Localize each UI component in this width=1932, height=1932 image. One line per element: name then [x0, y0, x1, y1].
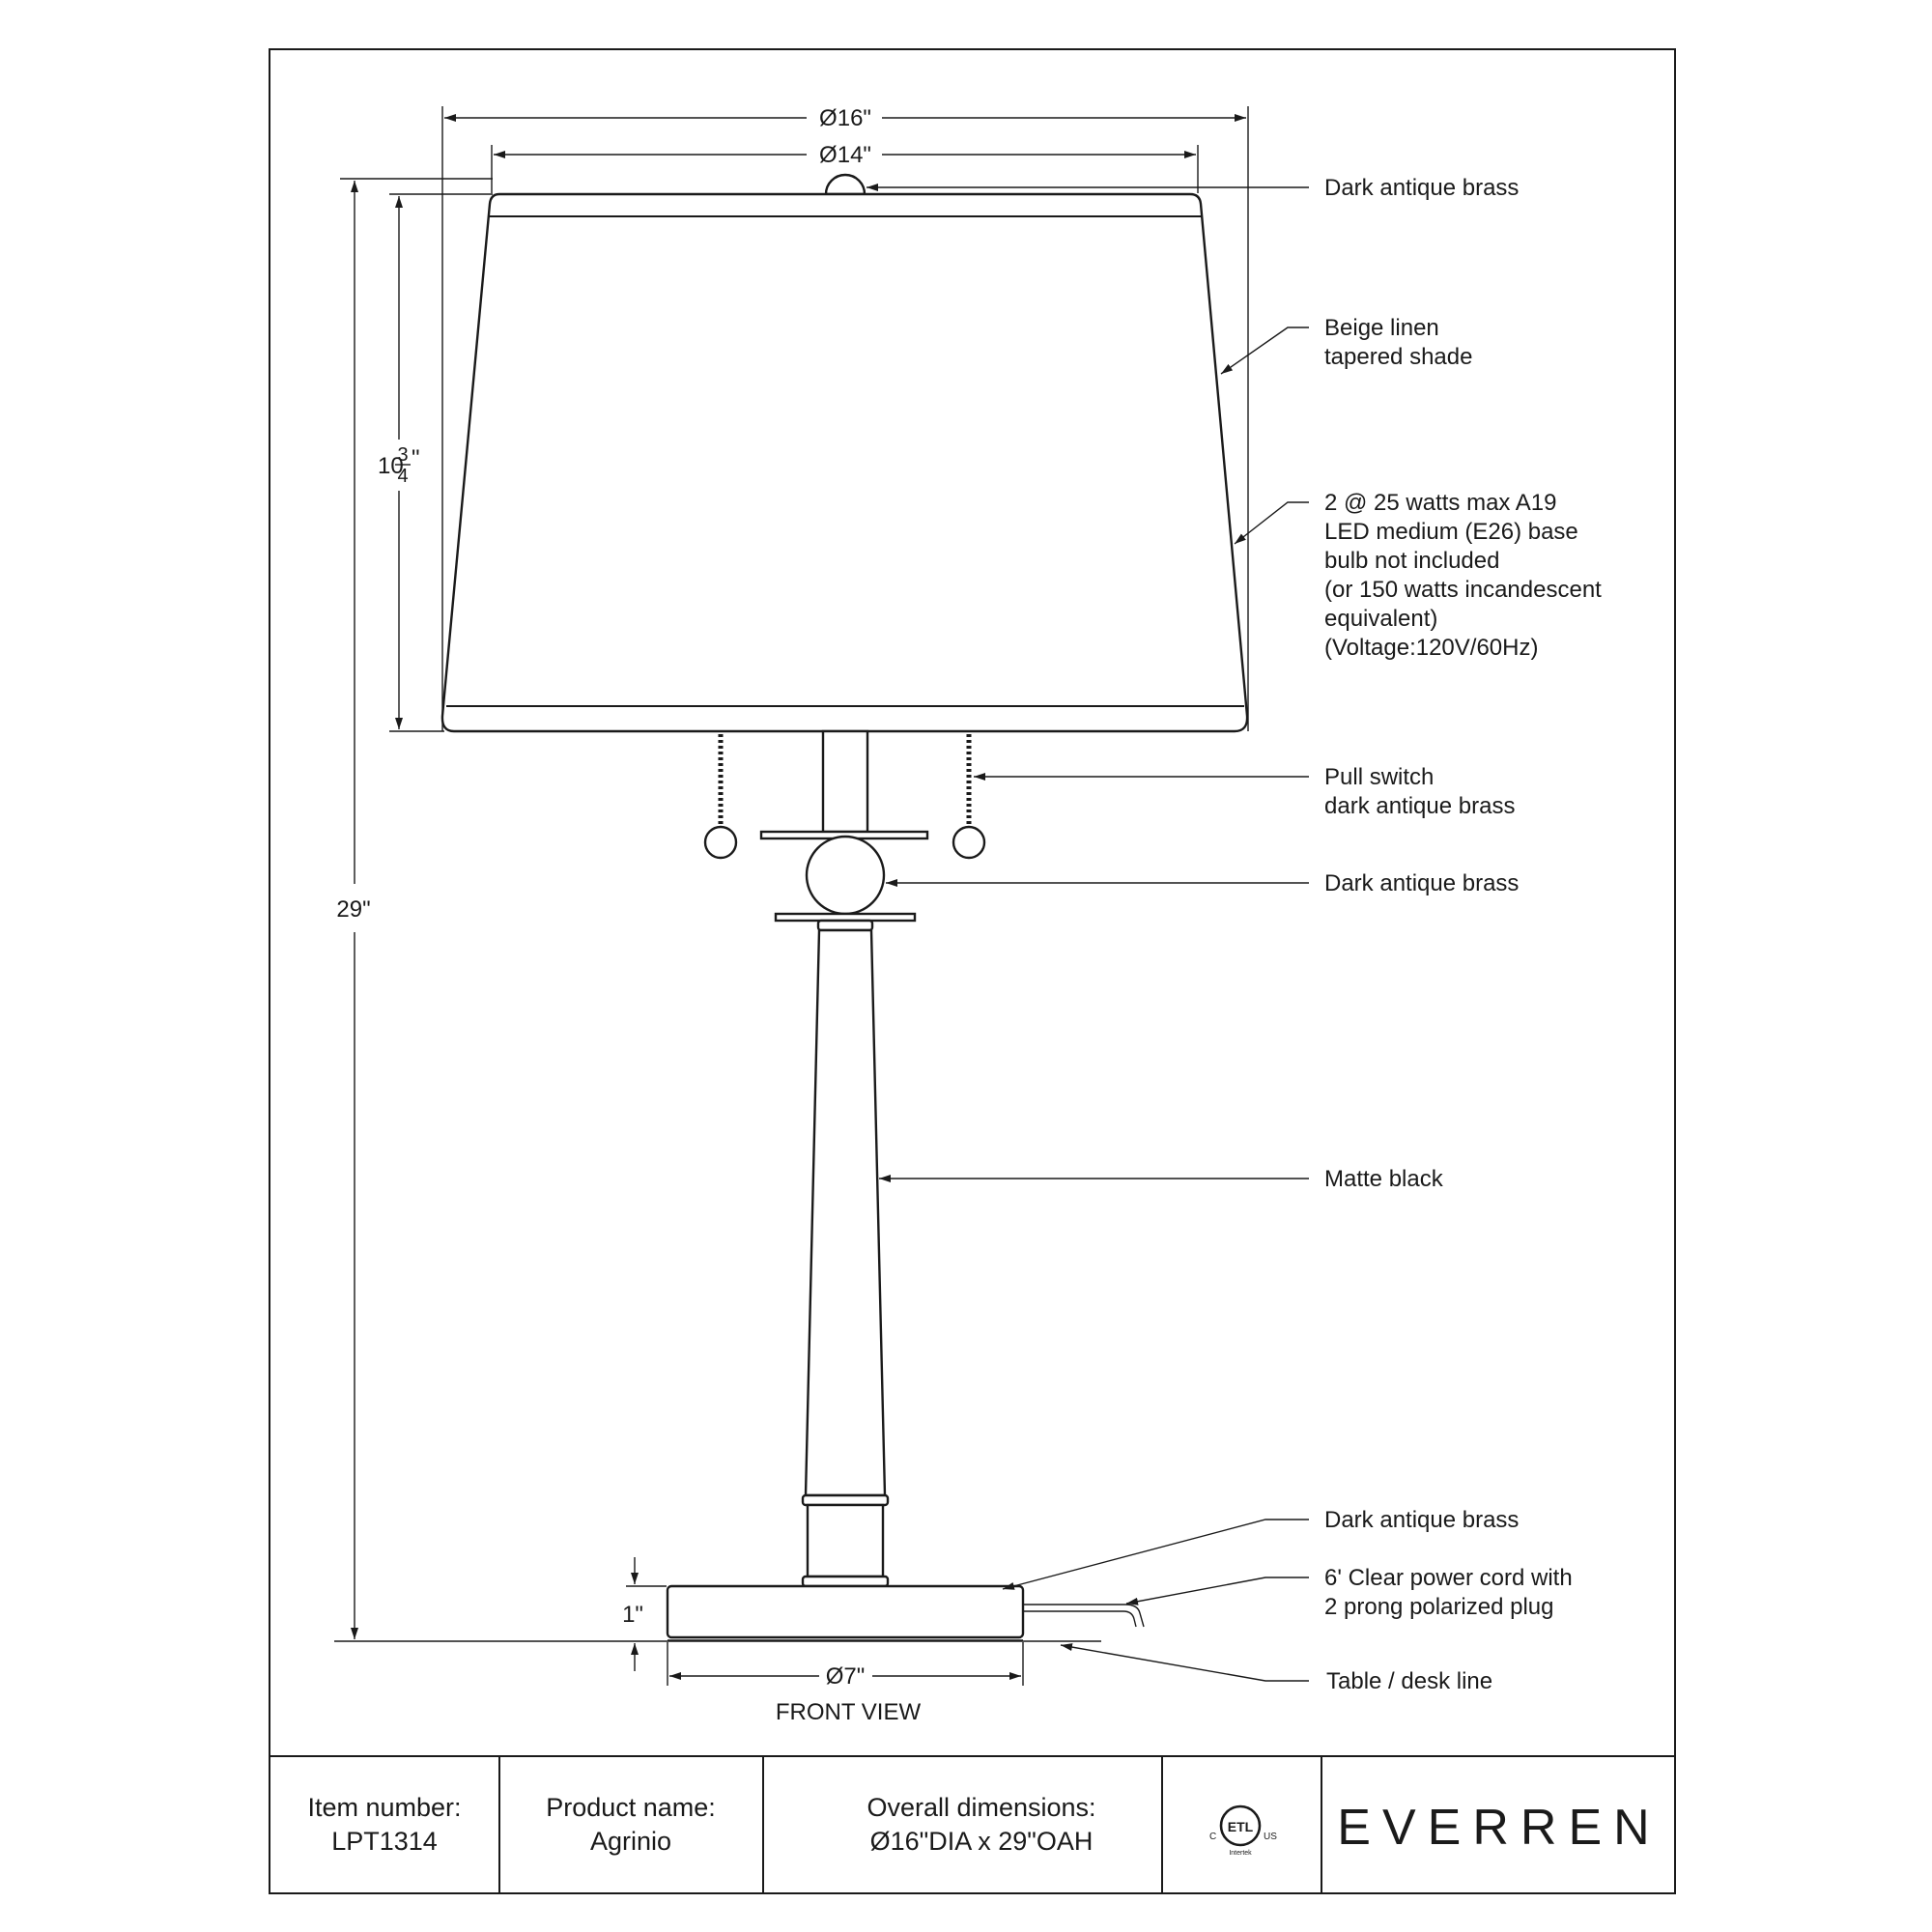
- leader-table-line: [1060, 1643, 1309, 1682]
- dim-shade-height-unit: ": [412, 445, 420, 471]
- overall-dimensions-value: Ø16"DIA x 29"OAH: [870, 1827, 1094, 1856]
- callout-table-line: Table / desk line: [1326, 1668, 1492, 1694]
- etl-mark-lab: Intertek: [1229, 1850, 1252, 1857]
- neck-tube: [821, 729, 869, 834]
- dim-shade-bottom-diameter: Ø16": [819, 105, 871, 131]
- etl-listed-mark: ETL C US Intertek: [1209, 1804, 1277, 1857]
- callout-column: Matte black: [1324, 1166, 1444, 1192]
- leader-power-cord: [1125, 1577, 1309, 1605]
- tapered-column: [804, 928, 887, 1497]
- column-lower-sleeve: [806, 1503, 885, 1578]
- item-number-value: LPT1314: [331, 1827, 438, 1856]
- leader-shade: [1220, 327, 1309, 375]
- column-collar: [816, 919, 874, 932]
- dim-shade-top-diameter: Ø14": [819, 142, 871, 168]
- brand-logo: EVERREN: [1337, 1800, 1661, 1856]
- dim-base-diameter: Ø7": [826, 1663, 866, 1690]
- dim-shade-height-whole: 10: [378, 453, 404, 479]
- finial-dome: [824, 173, 867, 196]
- product-name-label: Product name:: [546, 1793, 716, 1822]
- view-label: FRONT VIEW: [776, 1699, 922, 1725]
- etl-mark-letters: ETL: [1228, 1819, 1254, 1834]
- lamp-shade: [440, 192, 1249, 733]
- dim-shade-height-denominator: 4: [397, 466, 408, 487]
- overall-dimensions-label: Overall dimensions:: [867, 1793, 1095, 1822]
- dim-overall-height: 29": [336, 896, 370, 923]
- dim-shade-height-numerator: 3: [397, 444, 408, 466]
- base-ring: [801, 1575, 890, 1588]
- column-ring: [801, 1493, 890, 1507]
- drawing-frame: [269, 48, 1676, 1894]
- pull-chain-left-ball: [703, 825, 738, 860]
- leader-bulb: [1234, 501, 1309, 545]
- round-base: [666, 1584, 1025, 1639]
- etl-mark-circle: [1219, 1804, 1262, 1847]
- product-name-value: Agrinio: [590, 1827, 671, 1856]
- callout-finial: Dark antique brass: [1324, 175, 1519, 201]
- pull-chain-right-ball: [952, 825, 986, 860]
- dim-base-height: 1": [622, 1602, 643, 1628]
- etl-mark-us: US: [1264, 1832, 1277, 1842]
- brass-ball: [805, 835, 886, 916]
- callout-ball: Dark antique brass: [1324, 870, 1519, 896]
- etl-mark-c: C: [1209, 1832, 1216, 1842]
- callout-base-ring: Dark antique brass: [1324, 1507, 1519, 1533]
- power-cord: [1023, 1604, 1145, 1628]
- leader-base-ring: [1002, 1519, 1309, 1590]
- item-number-label: Item number:: [307, 1793, 461, 1822]
